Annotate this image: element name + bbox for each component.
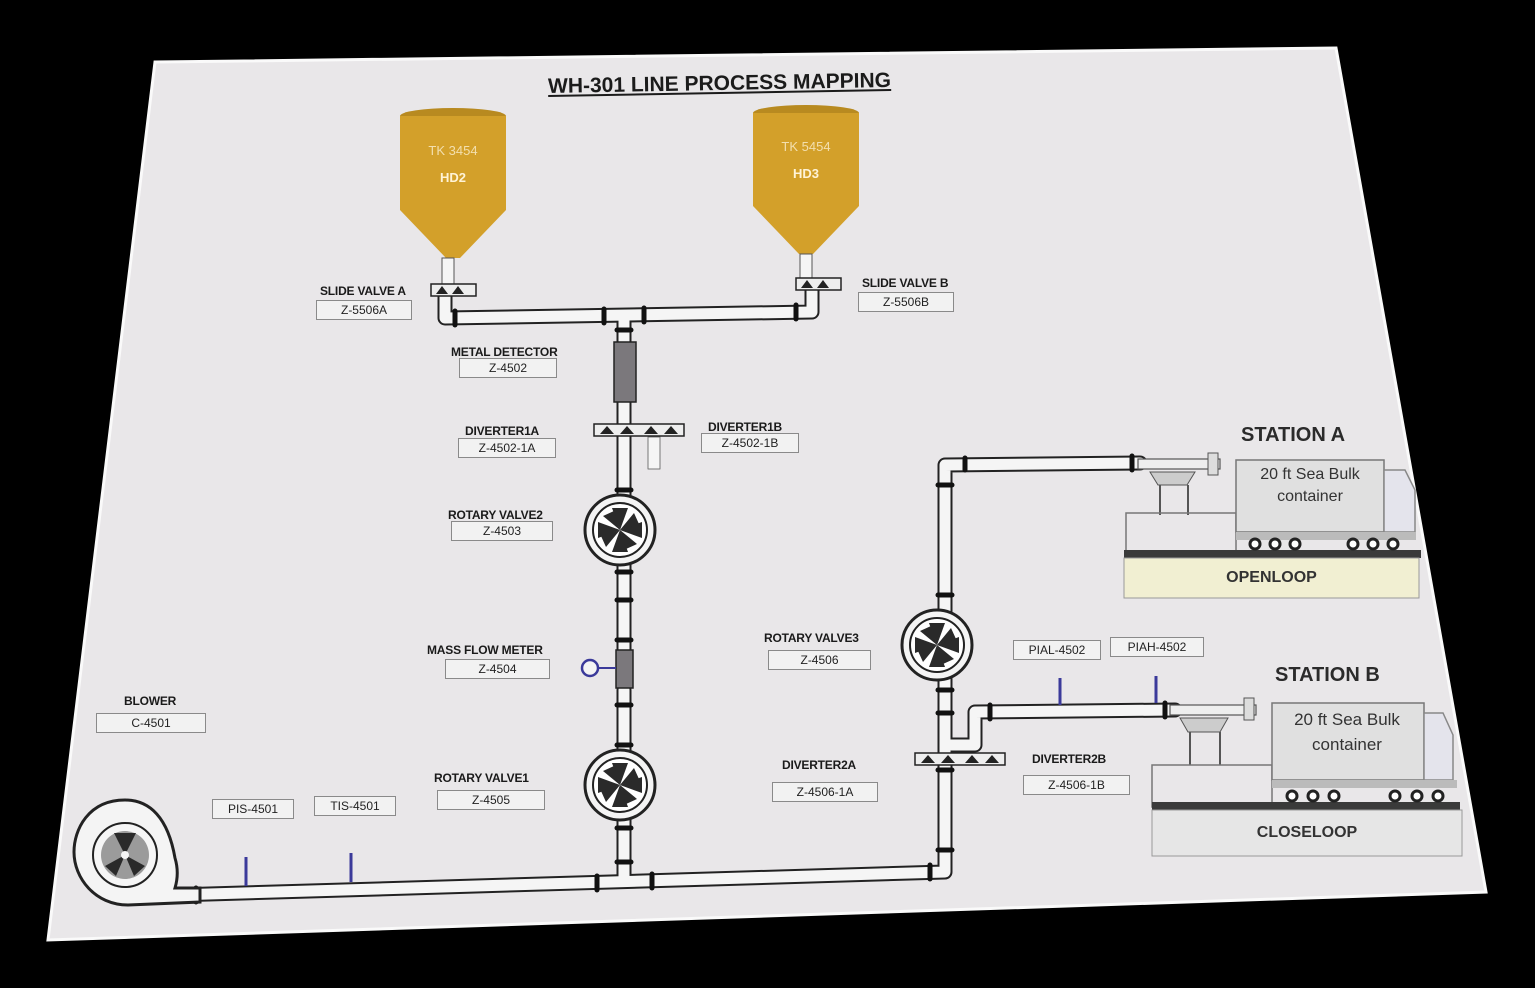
station-a-container: 20 ft Sea Bulk container	[1236, 464, 1384, 508]
station-b-container: 20 ft Sea Bulk container	[1272, 707, 1422, 757]
diverter1b-tag: Z-4502-1B	[701, 433, 799, 453]
diverter1a-label: DIVERTER1A	[465, 424, 540, 438]
openloop-band-bg	[1123, 557, 1420, 599]
blower-label: BLOWER	[124, 694, 177, 708]
diverter1b-label: DIVERTER1B	[708, 420, 783, 434]
station-a-truck	[1124, 459, 1421, 558]
tank-hd3-tag: TK 5454	[781, 139, 831, 154]
station-b-title: STATION B	[1275, 664, 1380, 686]
blower-tag: C-4501	[96, 713, 206, 733]
pial-tag: PIAL-4502	[1013, 640, 1101, 660]
station-a-title: STATION A	[1241, 424, 1346, 446]
rotary-valve1-icon	[583, 748, 657, 822]
rotary-valve1-tag: Z-4505	[437, 790, 545, 810]
slide-valve-b-tag: Z-5506B	[858, 292, 954, 312]
pis-tag: PIS-4501	[212, 799, 294, 819]
rotary-valve3-icon	[900, 608, 974, 682]
closeloop-band-bg	[1151, 809, 1463, 857]
openloop-band: OPENLOOP	[1226, 569, 1317, 586]
tank-hd2-tag: TK 3454	[428, 143, 478, 158]
mass-flow-meter-tag: Z-4504	[445, 659, 550, 679]
metal-detector-label: METAL DETECTOR	[451, 345, 558, 359]
instrument-probes	[244, 676, 1158, 886]
tank-hd2-label: TK 3454 HD2	[398, 143, 508, 185]
piah-tag: PIAH-4502	[1110, 637, 1204, 657]
metal-detector-icon	[613, 341, 637, 403]
rotary-valve2-tag: Z-4503	[451, 521, 553, 541]
closeloop-band: CLOSELOOP	[1256, 824, 1358, 841]
diverter2b-label: DIVERTER2B	[1032, 752, 1107, 766]
diverter1a-tag: Z-4502-1A	[458, 438, 556, 458]
diverter2a-tag: Z-4506-1A	[772, 782, 878, 802]
tank-hd2-name: HD2	[439, 170, 466, 185]
slide-valve-a-label: SLIDE VALVE A	[320, 284, 406, 298]
rotary-valve2-label: ROTARY VALVE2	[448, 508, 543, 522]
blower-icon	[72, 798, 202, 907]
page-title: WH-301 LINE PROCESS MAPPING	[547, 69, 892, 98]
station-b-truck	[1152, 702, 1460, 810]
rotary-valve3-label: ROTARY VALVE3	[764, 631, 859, 645]
diverter2a-label: DIVERTER2A	[782, 758, 857, 772]
station-a-container-line2: container	[1277, 488, 1343, 505]
slide-valve-b-label: SLIDE VALVE B	[862, 276, 949, 290]
tank-hd3-name: HD3	[792, 166, 819, 181]
tank-hd3-label: TK 5454 HD3	[751, 139, 861, 181]
station-b-container-line2: container	[1312, 735, 1382, 754]
slide-valve-a-icon	[430, 283, 477, 297]
slide-valve-b-icon	[795, 277, 842, 291]
diverter2-icon	[914, 752, 1006, 766]
metal-detector-tag: Z-4502	[459, 358, 557, 378]
rotary-valve3-tag: Z-4506	[768, 650, 871, 670]
station-a-container-line1: 20 ft Sea Bulk	[1260, 466, 1360, 483]
tis-tag: TIS-4501	[314, 796, 396, 816]
mass-flow-meter-icon	[580, 649, 634, 689]
diverter2b-tag: Z-4506-1B	[1023, 775, 1130, 795]
slide-valve-a-tag: Z-5506A	[316, 300, 412, 320]
station-b-container-line1: 20 ft Sea Bulk	[1294, 710, 1400, 729]
diverter1-icon	[593, 423, 685, 437]
rotary-valve1-label: ROTARY VALVE1	[434, 771, 529, 785]
mass-flow-meter-label: MASS FLOW METER	[427, 643, 543, 657]
rotary-valve2-icon	[583, 493, 657, 567]
tank-hd3	[753, 105, 859, 279]
tank-hd2	[400, 108, 506, 285]
